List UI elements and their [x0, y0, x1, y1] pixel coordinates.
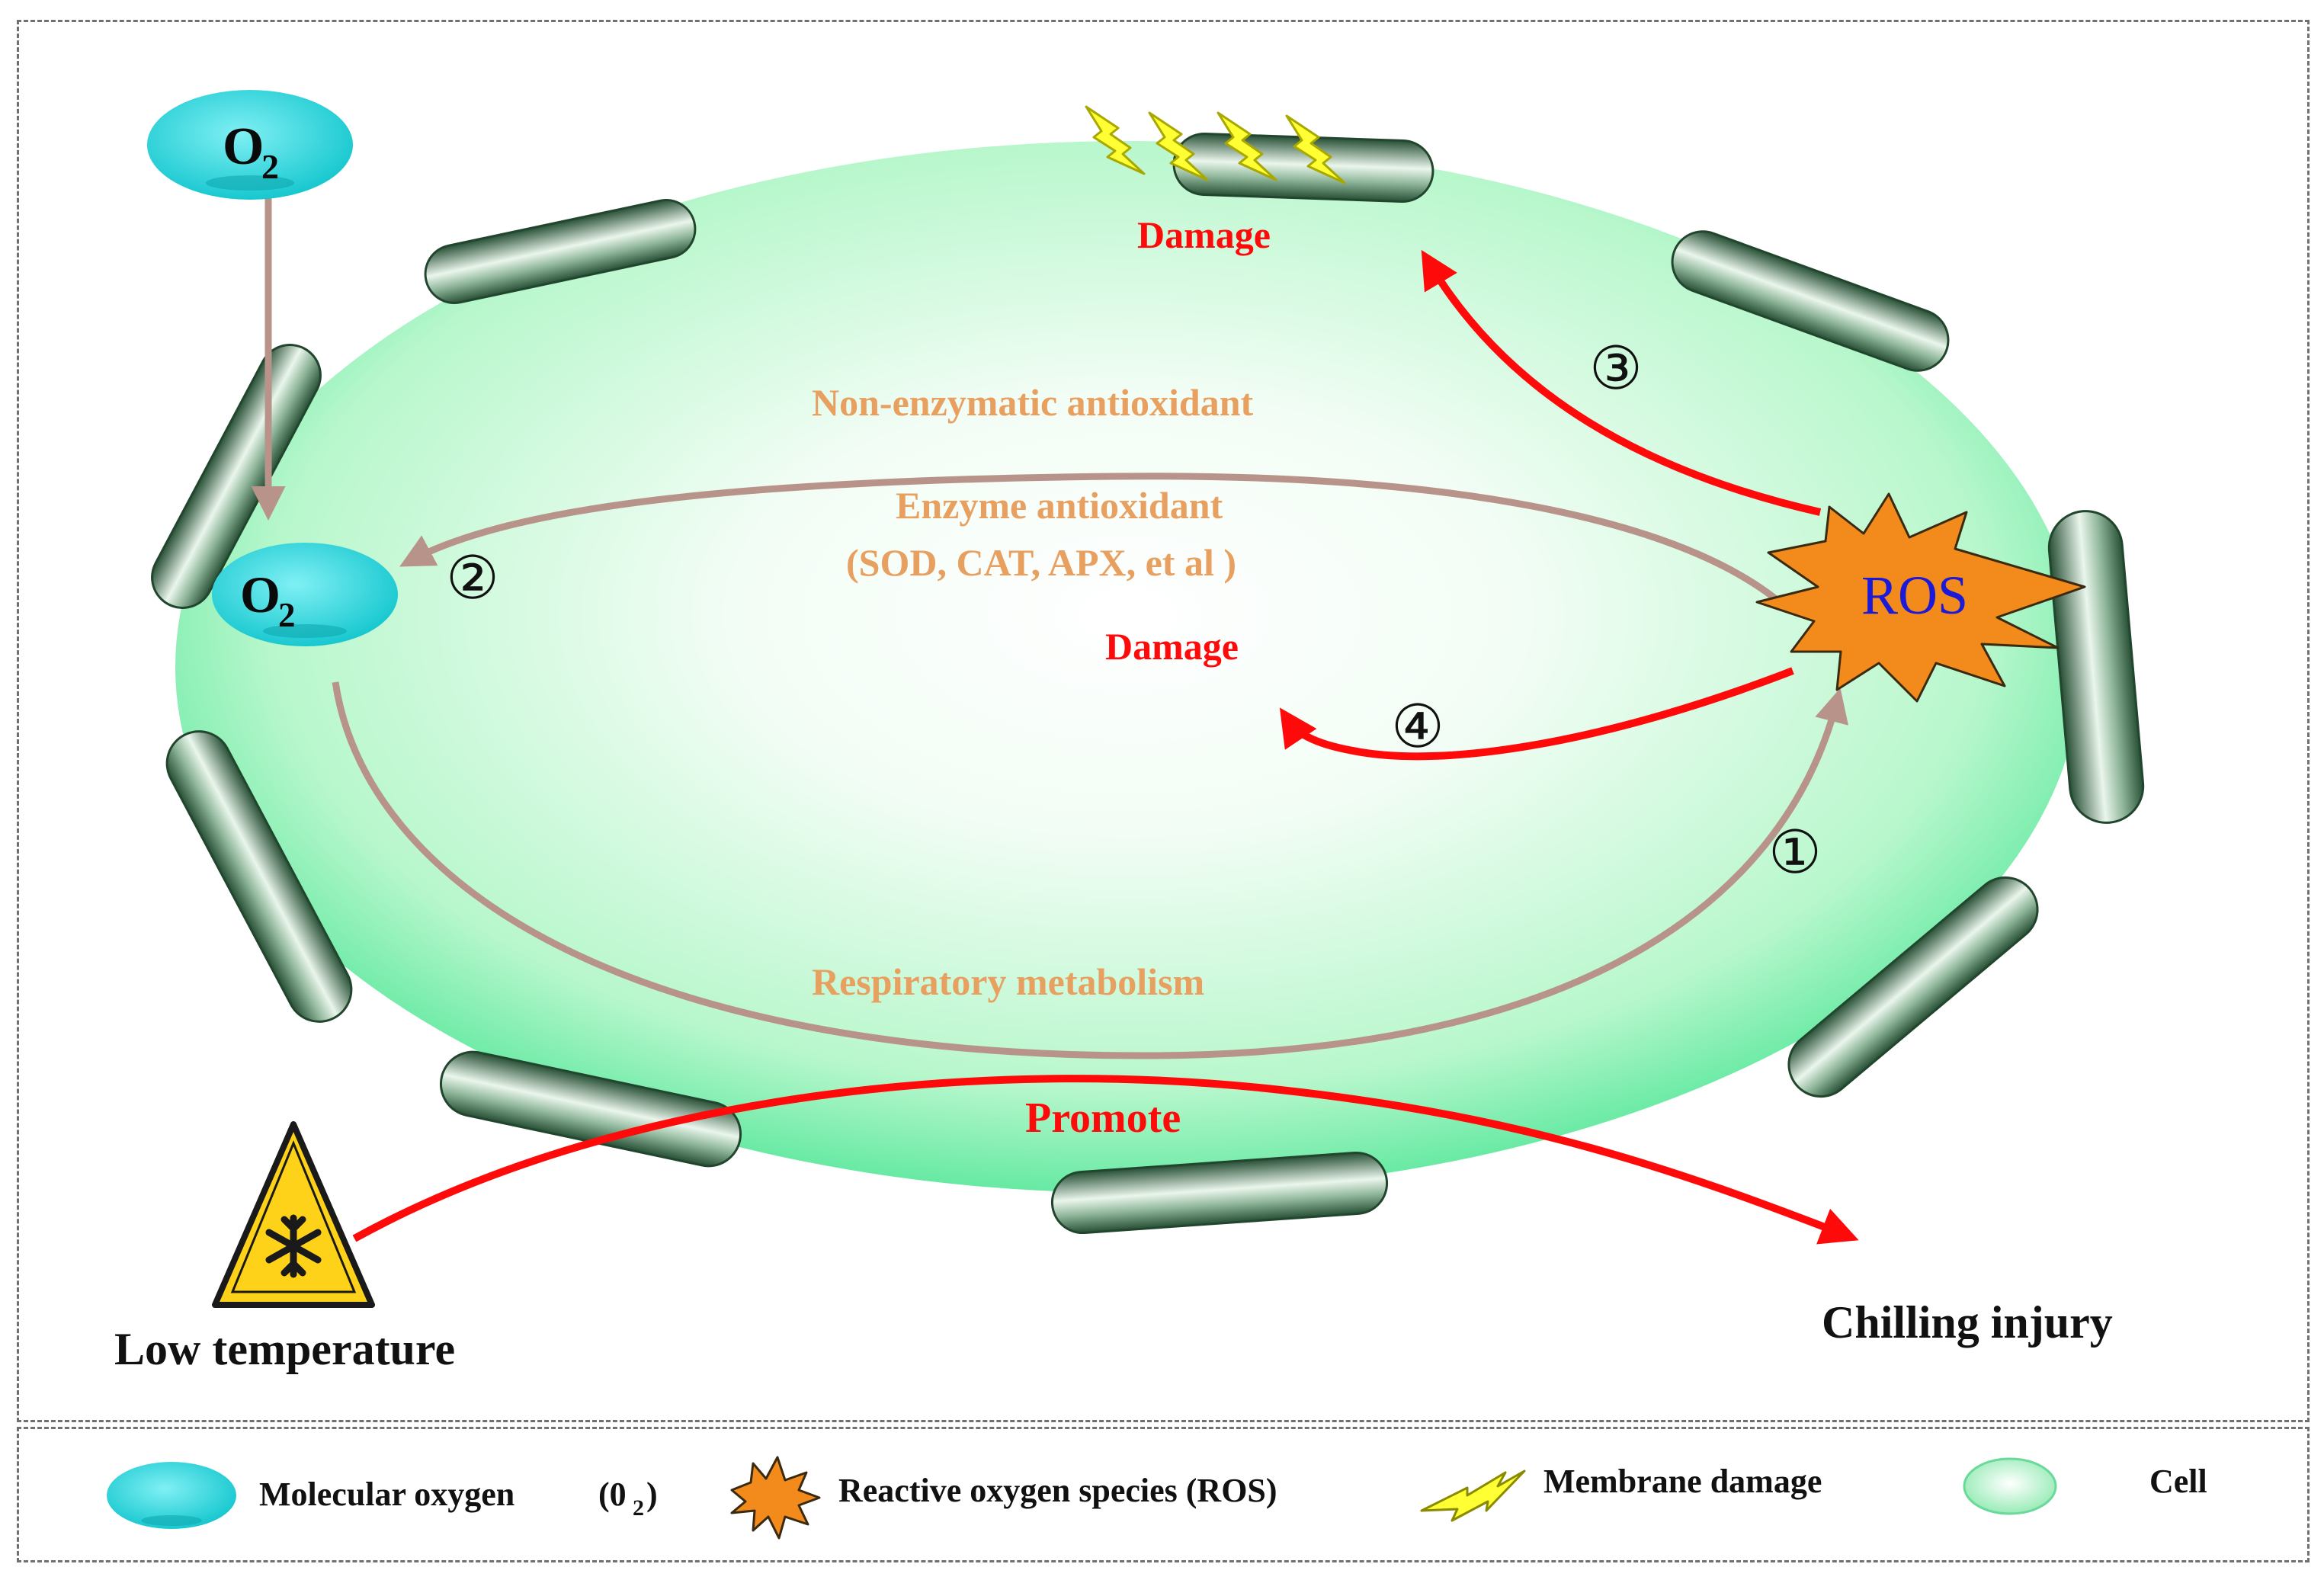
low-temperature-label: Low temperature: [114, 1324, 455, 1374]
oxygen-subscript: 2: [261, 147, 279, 186]
step-4-marker: ④: [1391, 694, 1444, 760]
legend-membrane-label: Membrane damage: [1543, 1463, 1822, 1500]
legend-cell: Cell: [1963, 1457, 2207, 1515]
damage-label-top: Damage: [1137, 213, 1271, 256]
promote-label: Promote: [1025, 1094, 1181, 1142]
oxygen-inside: O 2: [212, 543, 398, 646]
legend-ros-label: Reactive oxygen species (ROS): [838, 1472, 1277, 1509]
ros-burst: ROS: [1755, 492, 2086, 703]
step-3-marker: ③: [1589, 335, 1643, 402]
antioxidant-arrow: [399, 473, 1782, 605]
damage-arrow-membrane: [1421, 249, 1822, 516]
snowflake-icon: [265, 1214, 322, 1278]
membrane-segment: [1671, 230, 1950, 372]
ros-icon: [730, 1456, 821, 1540]
diagram-frame: [17, 20, 2310, 1422]
non-enzymatic-label: Non-enzymatic antioxidant: [812, 381, 1254, 424]
damage-label-mid: Damage: [1105, 625, 1239, 668]
membrane-segment: [2047, 510, 2145, 824]
membrane-segment: [1787, 876, 2039, 1098]
ros-label: ROS: [1861, 565, 1968, 626]
legend-membrane-damage: Membrane damage: [1420, 1463, 1822, 1522]
legend-oxygen-subscript: 2: [633, 1495, 644, 1521]
respiratory-label: Respiratory metabolism: [812, 960, 1204, 1003]
membrane-segment: [165, 730, 353, 1023]
lightning-icon: [1420, 1469, 1526, 1522]
cell-icon: [1963, 1457, 2057, 1515]
legend-oxygen-formula: (0: [598, 1476, 627, 1513]
membrane-segment: [439, 1050, 742, 1168]
step-1-marker: ①: [1768, 819, 1822, 886]
legend-ros: Reactive oxygen species (ROS): [730, 1456, 1277, 1540]
cell-body: [175, 141, 2081, 1193]
enzyme-label: Enzyme antioxidant: [896, 484, 1223, 527]
oxygen-outside: O 2: [147, 90, 353, 200]
oxygen-subscript: 2: [278, 596, 296, 634]
membrane-segment: [1050, 1151, 1389, 1235]
snowflake-warning-icon: [212, 1121, 375, 1308]
legend-oxygen: Molecular oxygen (0 2 ): [107, 1462, 658, 1529]
chilling-injury-label: Chilling injury: [1822, 1297, 2113, 1348]
membrane-segment: [424, 198, 697, 305]
legend-oxygen-formula-close: ): [646, 1476, 658, 1513]
step-2-marker: ②: [446, 545, 499, 611]
legend: Molecular oxygen (0 2 ) Reactive oxygen …: [107, 1456, 2207, 1540]
oxygen-symbol: O: [223, 117, 264, 176]
enzyme-examples-label: (SOD, CAT, APX, et al ): [846, 541, 1236, 584]
oxygen-icon: [107, 1462, 236, 1529]
damage-arrow-internal: [1279, 667, 1794, 761]
legend-cell-label: Cell: [2149, 1463, 2207, 1500]
oxygen-symbol: O: [240, 566, 280, 623]
legend-frame: [17, 1427, 2310, 1562]
respiratory-arrow: [332, 681, 1848, 1059]
promote-arrow: [352, 1075, 1859, 1245]
cell-membrane: [151, 132, 2145, 1235]
legend-oxygen-label: Molecular oxygen: [259, 1476, 514, 1513]
